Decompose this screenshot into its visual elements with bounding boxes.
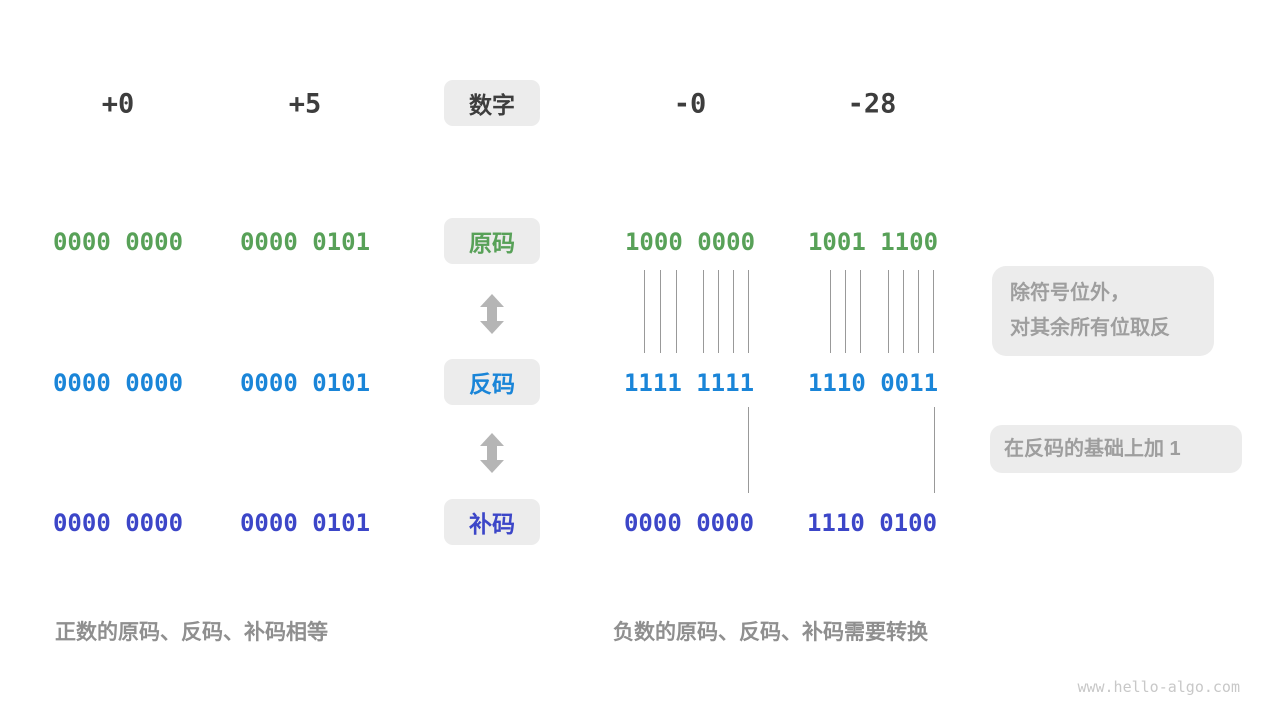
header-minus-28: -28 xyxy=(847,88,897,120)
add-one-connector-line xyxy=(748,407,749,493)
bit-connector-line xyxy=(660,270,661,353)
bit-connector-line xyxy=(644,270,645,353)
ones-complement-plus-five: 0000 0101 xyxy=(239,369,371,397)
caption-positive-numbers: 正数的原码、反码、补码相等 xyxy=(55,621,328,644)
header-plus-five: +5 xyxy=(288,88,322,120)
label-ones-complement-tag: 反码 xyxy=(444,359,540,405)
bit-connector-line xyxy=(888,270,889,353)
sign-magnitude-minus-28: 1001 1100 xyxy=(807,228,939,256)
bit-connector-line xyxy=(845,270,846,353)
ones-complement-plus-zero: 0000 0000 xyxy=(52,369,184,397)
label-twos-complement-tag: 补码 xyxy=(444,499,540,545)
flip-bits-note-line2: 对其余所有位取反 xyxy=(1010,317,1170,339)
twos-complement-plus-zero: 0000 0000 xyxy=(52,509,184,537)
flip-bits-note-line1: 除符号位外， xyxy=(1010,282,1130,304)
caption-negative-numbers: 负数的原码、反码、补码需要转换 xyxy=(613,621,928,644)
ones-complement-minus-zero: 1111 1111 xyxy=(623,369,755,397)
add-one-note-box: 在反码的基础上加 1 xyxy=(990,425,1242,473)
ones-complement-minus-28: 1110 0011 xyxy=(807,369,939,397)
bit-connector-line xyxy=(703,270,704,353)
bit-connector-line xyxy=(933,270,934,353)
twos-complement-minus-28: 1110 0100 xyxy=(806,509,938,537)
label-sign-magnitude-tag: 原码 xyxy=(444,218,540,264)
add-one-note-text: 在反码的基础上加 1 xyxy=(1004,437,1181,460)
sign-magnitude-minus-zero: 1000 0000 xyxy=(624,228,756,256)
bit-connector-line xyxy=(733,270,734,353)
header-minus-zero: -0 xyxy=(673,88,707,120)
bit-connector-line xyxy=(748,270,749,353)
add-one-connector-line xyxy=(934,407,935,493)
bit-connector-line xyxy=(676,270,677,353)
label-number-tag: 数字 xyxy=(444,80,540,126)
up-down-arrow-icon xyxy=(479,433,505,473)
up-down-arrow-icon xyxy=(479,294,505,334)
bit-connector-line xyxy=(860,270,861,353)
bit-connector-line xyxy=(830,270,831,353)
flip-bits-note-box: 除符号位外， 对其余所有位取反 xyxy=(992,266,1214,356)
bit-connector-line xyxy=(718,270,719,353)
bit-connector-line xyxy=(918,270,919,353)
header-plus-zero: +0 xyxy=(101,88,135,120)
bit-connector-line xyxy=(903,270,904,353)
watermark-text: www.hello-algo.com xyxy=(1077,678,1240,696)
sign-magnitude-plus-zero: 0000 0000 xyxy=(52,228,184,256)
twos-complement-minus-zero: 0000 0000 xyxy=(623,509,755,537)
sign-magnitude-plus-five: 0000 0101 xyxy=(239,228,371,256)
twos-complement-plus-five: 0000 0101 xyxy=(239,509,371,537)
